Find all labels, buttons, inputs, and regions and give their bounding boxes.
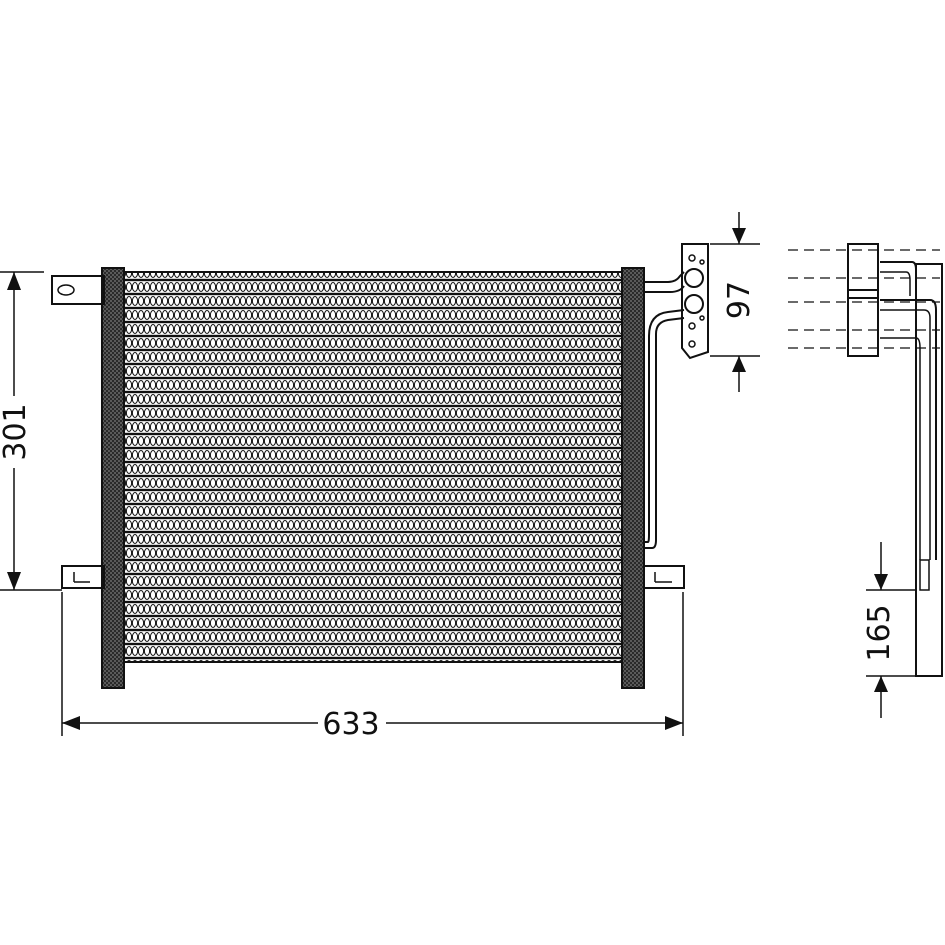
condenser-core bbox=[122, 271, 624, 663]
dimension-633-label: 633 bbox=[322, 707, 379, 742]
dimension-97: 97 bbox=[710, 212, 760, 392]
dimension-633: 633 bbox=[61, 592, 684, 742]
right-header-tank bbox=[621, 267, 645, 689]
refrigerant-pipes bbox=[644, 271, 685, 549]
side-view bbox=[788, 243, 943, 677]
bottom-right-bracket bbox=[643, 565, 685, 589]
dimension-301: 301 bbox=[0, 271, 62, 591]
top-left-mounting-tab bbox=[51, 275, 105, 305]
dimension-165: 165 bbox=[862, 542, 916, 718]
dimension-97-label: 97 bbox=[722, 281, 757, 319]
dimension-165-label: 165 bbox=[862, 604, 897, 661]
left-header-tank bbox=[101, 267, 125, 689]
bottom-left-bracket bbox=[61, 565, 105, 589]
connector-flange bbox=[681, 243, 709, 360]
dimension-301-label: 301 bbox=[0, 403, 33, 460]
